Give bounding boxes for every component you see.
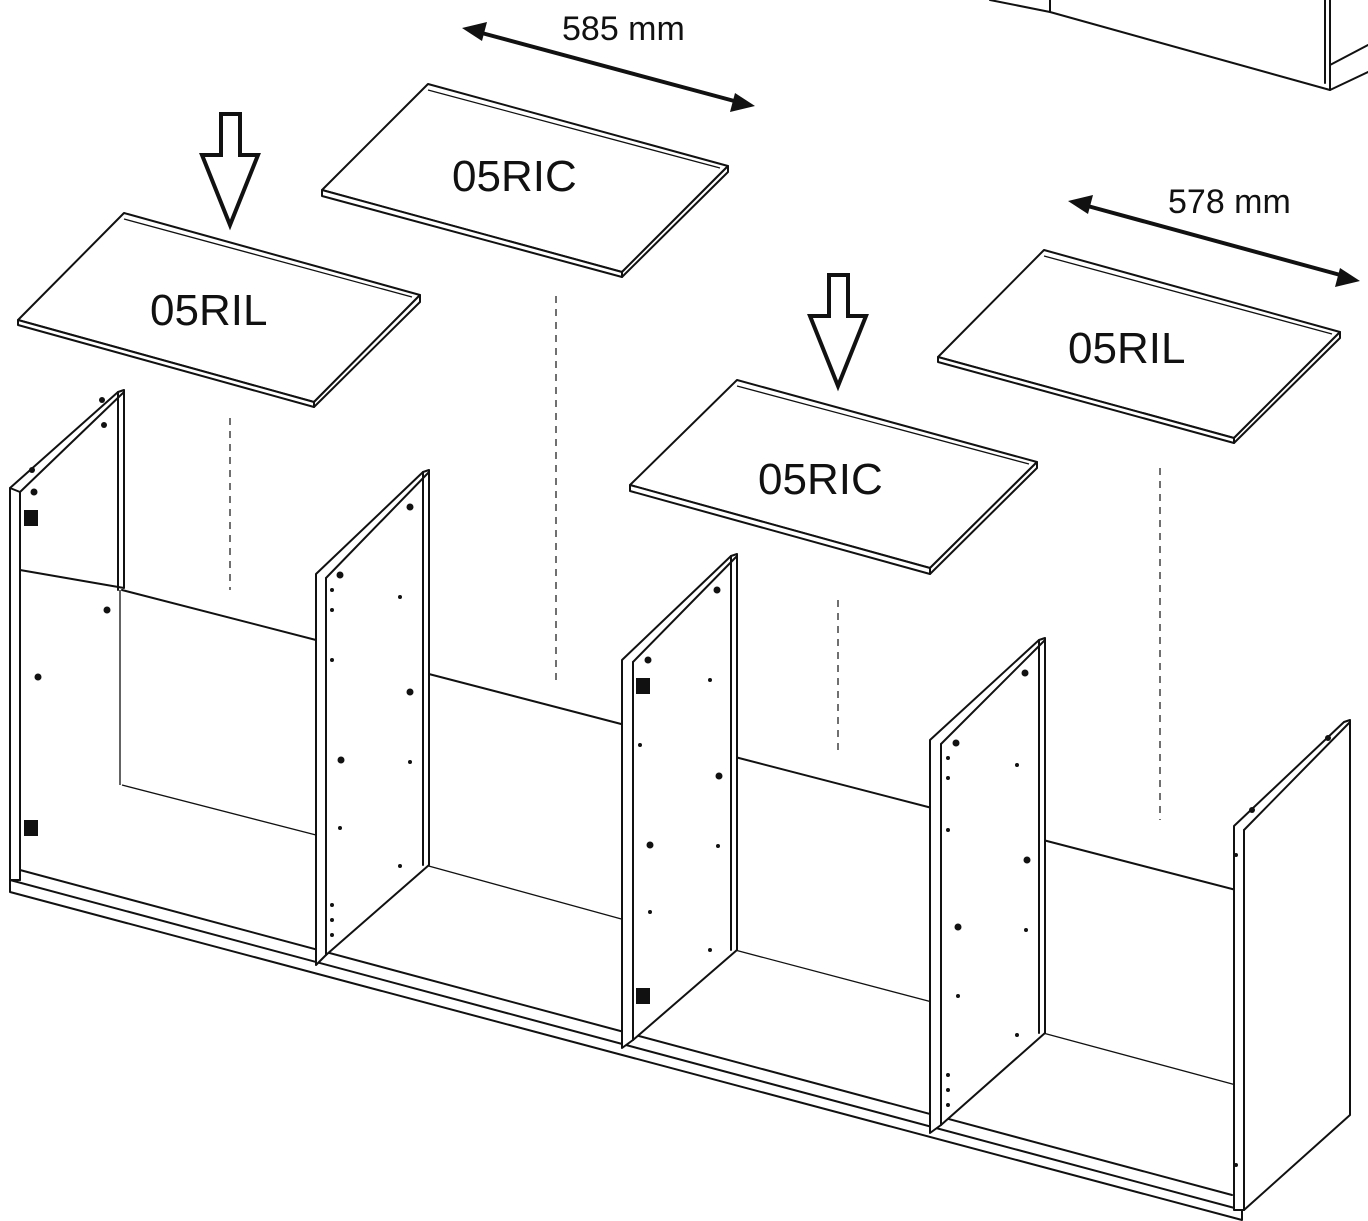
shelf-label: 05RIC	[758, 455, 883, 504]
previous-step-corner	[989, 0, 1368, 91]
shelf-label: 05RIC	[452, 152, 577, 201]
dimension-label-left: 585 mm	[562, 10, 685, 48]
shelf-board-4: 05RIL	[937, 249, 1341, 444]
drop-guides	[229, 296, 1161, 820]
shelf-label: 05RIL	[1068, 324, 1185, 373]
side-panel-3	[621, 553, 738, 1049]
side-panel-4	[929, 637, 1046, 1134]
shelf-label: 05RIL	[150, 286, 267, 335]
down-arrow-icon	[199, 112, 261, 231]
side-panel-5	[1233, 719, 1351, 1211]
side-panel-2	[315, 469, 430, 966]
dimension-arrow-icon	[462, 22, 755, 112]
dimension-label-right: 578 mm	[1168, 183, 1291, 221]
shelf-board-2: 05RIC	[321, 83, 729, 278]
down-arrow-icon	[807, 273, 869, 392]
side-panel-1	[9, 389, 125, 881]
dimension-arrow-icon	[1068, 195, 1360, 287]
shelf-board-3: 05RIC	[629, 379, 1038, 575]
shelf-board-1: 05RIL	[17, 212, 421, 408]
